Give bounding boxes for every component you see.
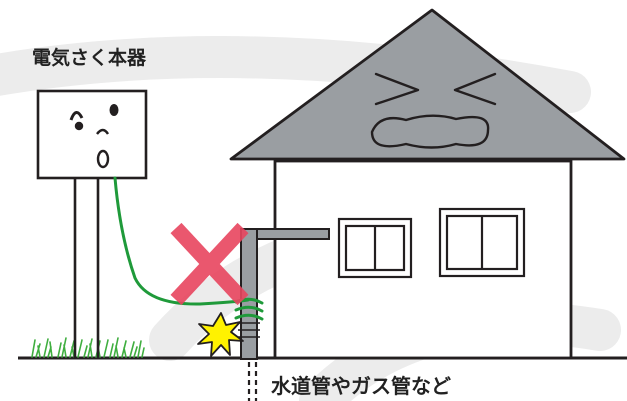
- fence-wire: [113, 176, 264, 321]
- house-roof: [229, 8, 626, 161]
- house-wall: [273, 159, 573, 360]
- device-label: 電気さく本器: [32, 46, 147, 69]
- window-left: [337, 217, 413, 279]
- x-mark-icon: [170, 222, 249, 306]
- house: [229, 8, 626, 360]
- spark-icon: [197, 312, 244, 357]
- roof-face: [370, 72, 497, 149]
- pipe-clamp: [238, 322, 260, 338]
- window-right: [438, 207, 526, 278]
- pipe-label: 水道管やガス管など: [271, 374, 451, 398]
- device-face: [69, 104, 119, 169]
- pipe: [240, 228, 330, 401]
- fence-energizer: [36, 89, 148, 358]
- grass-icon: [31, 337, 145, 358]
